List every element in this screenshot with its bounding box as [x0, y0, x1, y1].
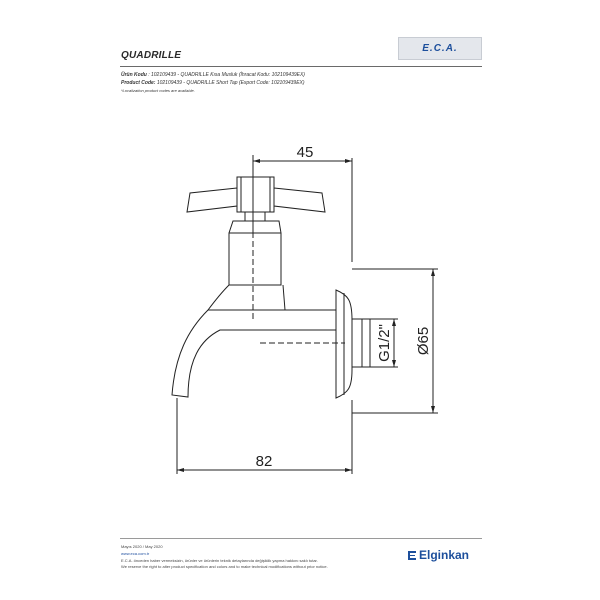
handle-lever-right — [273, 187, 326, 213]
elginkan-logo: Elginkan — [408, 548, 469, 562]
product-code-tr-value: : 102109439 - QUADRILLE Kısa Musluk (İhr… — [148, 72, 305, 78]
footer-note-en: We reserve the right to alter product sp… — [121, 564, 328, 569]
dim-top-label: 45 — [297, 144, 314, 161]
elginkan-logo-text: Elginkan — [419, 548, 470, 562]
footer-date: Mayıs 2020 / May 2020 — [121, 544, 163, 549]
elginkan-mark-icon — [408, 551, 416, 560]
localization-note: *Localization product codes are availabl… — [121, 88, 195, 93]
product-code-en-value: 102109439 - QUADRILLE Short Tap (Export … — [156, 80, 305, 86]
handle-lever-left — [186, 187, 238, 213]
footer-note-tr: E.C.A. önceden haber vermeksizin, ürünle… — [121, 558, 318, 563]
tap-body-upper — [206, 284, 286, 311]
product-code-tr: Ürün Kodu : 102109439 - QUADRILLE Kısa M… — [121, 72, 305, 78]
eca-logo-text: E.C.A. — [422, 43, 458, 54]
product-code-en: Product Code: 102109439 - QUADRILLE Shor… — [121, 80, 305, 86]
handle-hub — [236, 176, 275, 213]
dim-flange-label: Ø65 — [415, 327, 432, 355]
wall-flange — [335, 289, 353, 399]
footer-divider — [120, 538, 482, 539]
header-divider — [120, 66, 482, 67]
eca-logo: E.C.A. — [398, 37, 482, 60]
dim-thread-label: G1/2" — [376, 324, 393, 362]
tap-bonnet — [228, 220, 282, 286]
dim-top-arrow-right — [345, 159, 352, 163]
product-code-tr-label: Ürün Kodu — [121, 72, 147, 78]
footer-website-link[interactable]: www.eca.com.tr — [121, 551, 150, 556]
product-code-en-label: Product Code: — [121, 80, 156, 86]
product-title: QUADRILLE — [121, 50, 182, 61]
tap-spout — [171, 309, 285, 398]
dim-top-arrow-left — [253, 159, 260, 163]
dim-bottom-label: 82 — [256, 453, 273, 470]
thread-connection — [351, 318, 371, 368]
